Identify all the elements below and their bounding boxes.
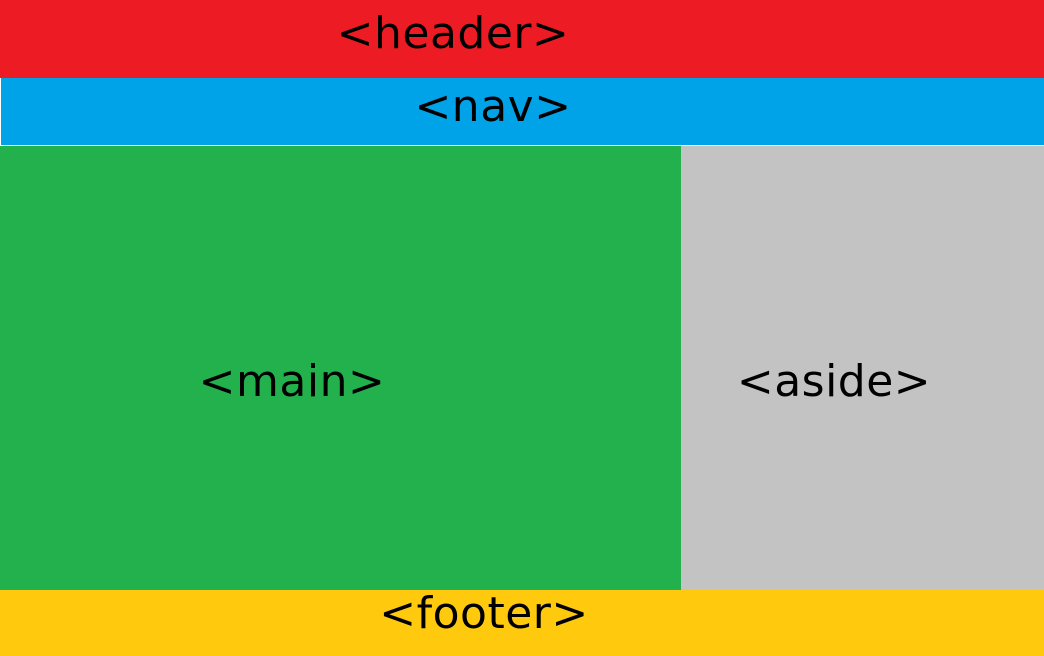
footer-label: <footer>: [379, 588, 589, 639]
main-label: <main>: [198, 356, 386, 407]
header-region: <header>: [0, 0, 1044, 78]
footer-region: <footer>: [0, 590, 1044, 656]
nav-region: <nav>: [1, 78, 1044, 145]
aside-region: <aside>: [681, 146, 1044, 590]
main-region: <main>: [0, 146, 681, 590]
header-label: <header>: [336, 8, 570, 59]
nav-label: <nav>: [414, 81, 572, 132]
aside-label: <aside>: [736, 356, 932, 407]
